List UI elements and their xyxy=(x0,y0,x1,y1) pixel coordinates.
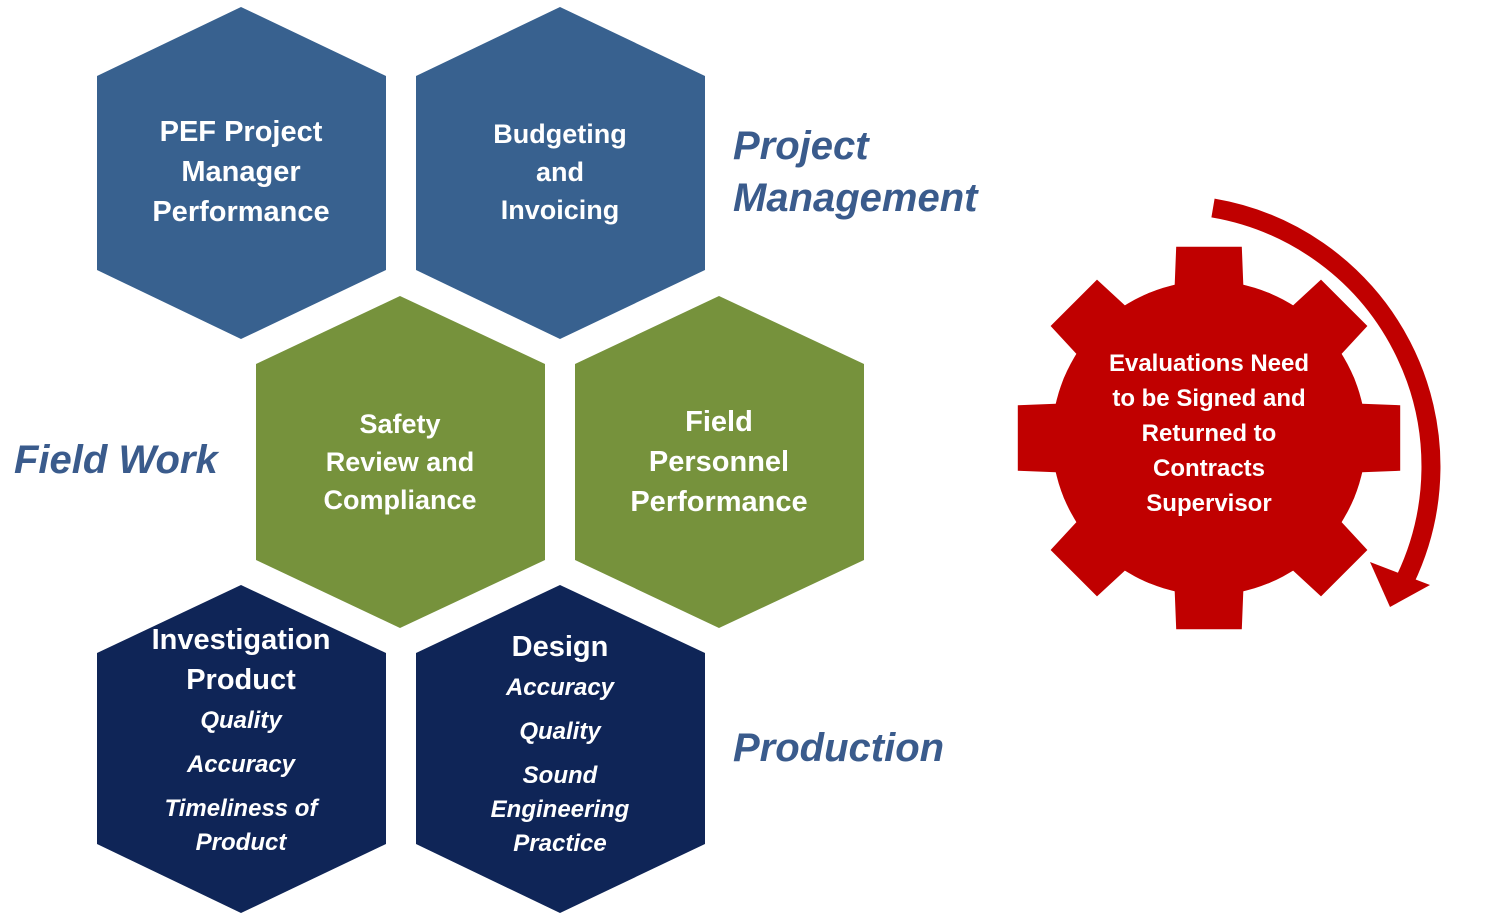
design-item-sound: Sound xyxy=(522,762,598,789)
investigation-label: Investigation Product Quality Accuracy T… xyxy=(100,620,382,880)
design-title: Design xyxy=(511,631,609,663)
gear-line-3: Returned to xyxy=(1141,420,1277,447)
hexagon-field-personnel xyxy=(575,296,864,628)
category-project-management-line-2: Management xyxy=(733,176,978,220)
field-line-2: Personnel xyxy=(648,446,790,478)
design-label: Design Accuracy Quality Sound Engineerin… xyxy=(419,627,701,877)
investigation-item-quality: Quality xyxy=(200,707,282,734)
pef-line-1: PEF Project xyxy=(159,116,323,148)
design-item-engineering: Engineering xyxy=(490,796,630,823)
budgeting-line-1: Budgeting xyxy=(493,119,627,149)
field-line-3: Performance xyxy=(630,486,808,518)
category-project-management-line-1: Project xyxy=(733,124,869,168)
category-production: Production xyxy=(733,726,945,770)
investigation-item-product: Product xyxy=(195,829,287,856)
hexagon-safety-review xyxy=(256,296,545,628)
gear-message: Evaluations Need to be Signed and Return… xyxy=(1078,346,1340,521)
safety-line-3: Compliance xyxy=(323,485,477,515)
gear-line-4: Contracts xyxy=(1152,455,1266,482)
pef-line-3: Performance xyxy=(152,196,330,228)
design-item-quality: Quality xyxy=(519,718,601,745)
circular-arrow-icon xyxy=(1211,198,1441,607)
safety-line-2: Review and xyxy=(325,447,475,477)
gear-line-5: Supervisor xyxy=(1146,490,1272,517)
gear-hub xyxy=(1052,281,1366,595)
gear-line-1: Evaluations Need xyxy=(1108,350,1310,377)
hexagon-budgeting-invoicing xyxy=(416,7,705,339)
hexagon-pef-project-manager-performance xyxy=(97,7,386,339)
field-label: Field Personnel Performance xyxy=(583,392,855,532)
investigation-item-accuracy: Accuracy xyxy=(186,751,296,778)
design-item-practice: Practice xyxy=(513,830,607,857)
investigation-item-timeliness: Timeliness of xyxy=(164,795,318,822)
hexagon-investigation-product xyxy=(97,585,386,913)
investigation-line-2: Product xyxy=(186,664,296,696)
pef-line-2: Manager xyxy=(181,156,301,188)
safety-line-1: Safety xyxy=(359,409,441,439)
field-line-1: Field xyxy=(685,406,753,438)
hexagon-design xyxy=(416,585,705,913)
budgeting-line-3: Invoicing xyxy=(500,195,620,225)
gear-icon xyxy=(1017,246,1401,630)
budgeting-label: Budgeting and Invoicing xyxy=(424,108,696,236)
design-item-accuracy: Accuracy xyxy=(505,674,615,701)
category-field-work: Field Work xyxy=(14,438,218,482)
safety-label: Safety Review and Compliance xyxy=(264,398,536,526)
gear-line-2: to be Signed and xyxy=(1112,385,1306,412)
budgeting-line-2: and xyxy=(535,157,584,187)
category-project-management: Project Management xyxy=(733,120,978,224)
investigation-line-1: Investigation xyxy=(151,624,331,656)
pef-label: PEF Project Manager Performance xyxy=(105,102,377,242)
